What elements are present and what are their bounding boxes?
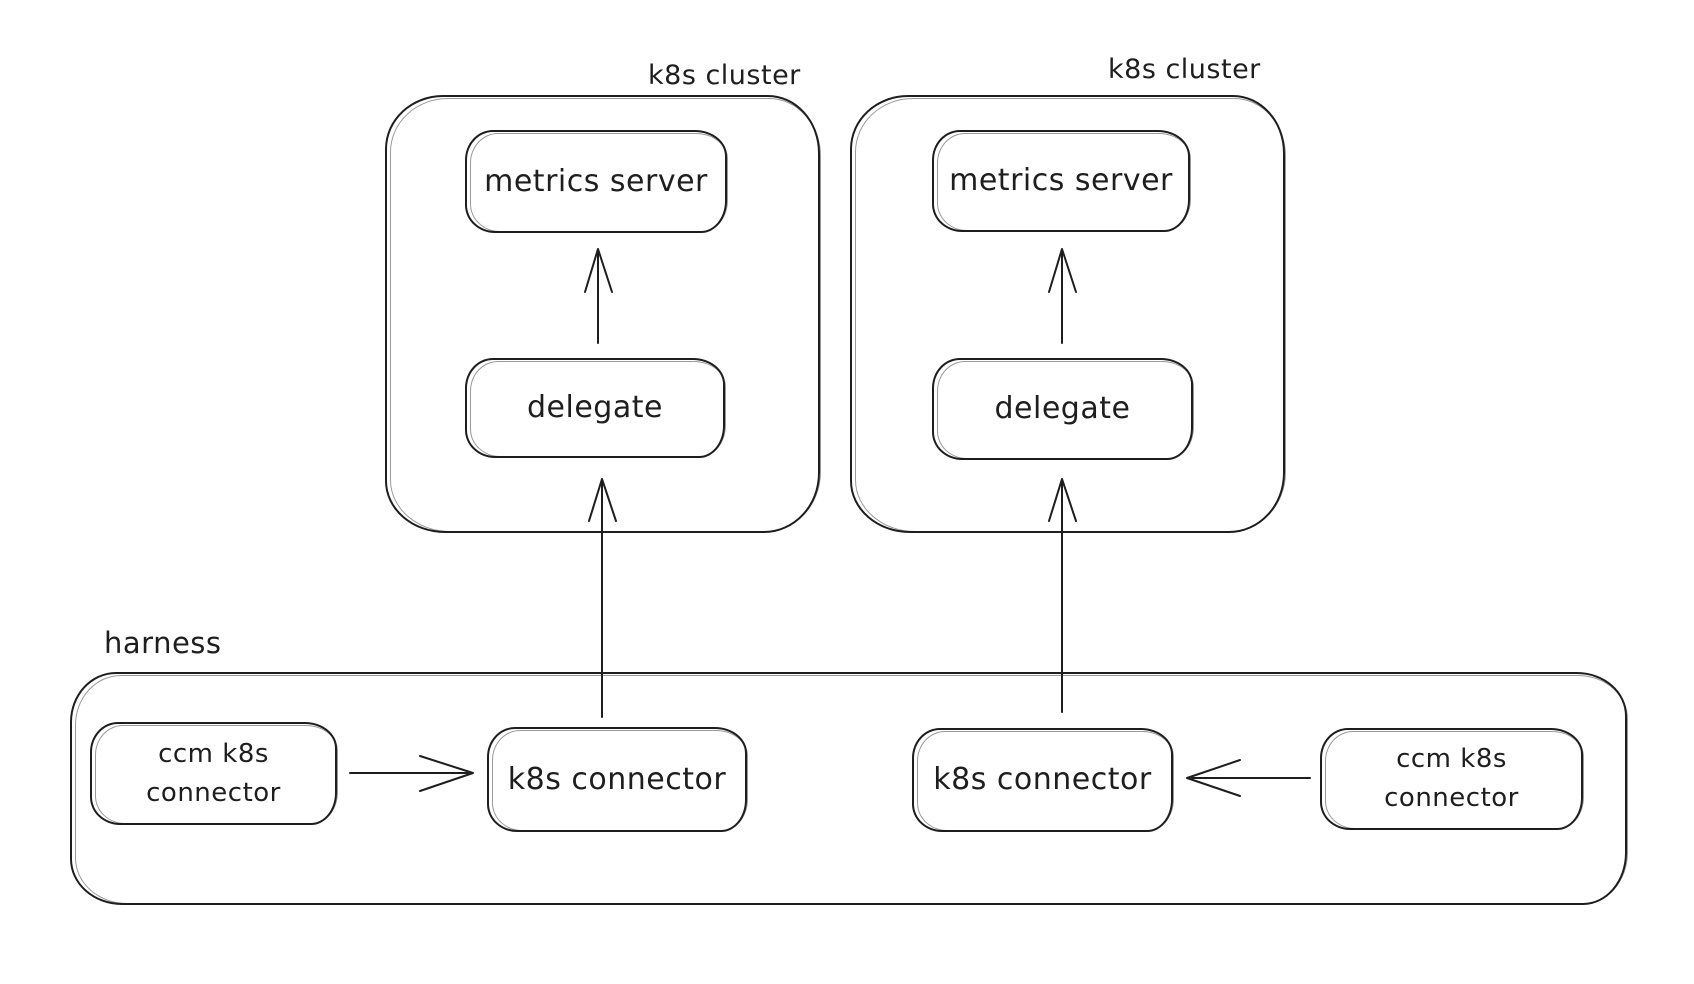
k8s-connector-label-right: k8s connector <box>933 762 1152 797</box>
metrics-server-label-left: metrics server <box>484 163 708 199</box>
ccm-k8s-connector-right-line1: ccm k8s <box>1396 744 1507 774</box>
cluster-label-right: k8s cluster <box>1108 54 1261 85</box>
cluster-label-left: k8s cluster <box>648 60 801 91</box>
metrics-server-label-right: metrics server <box>949 163 1173 198</box>
ccm-k8s-connector-left-line2: connector <box>146 777 281 808</box>
metrics-server-node-right: metrics server <box>932 130 1191 232</box>
k8s-connector-node-left: k8s connector <box>487 727 748 832</box>
delegate-node-left: delegate <box>465 358 726 458</box>
ccm-k8s-connector-node-right: ccm k8s connector <box>1320 728 1584 830</box>
ccm-k8s-connector-right-line2: connector <box>1384 783 1519 813</box>
ccm-k8s-connector-left-line1: ccm k8s <box>158 738 269 769</box>
harness-label: harness <box>104 626 222 660</box>
delegate-label-left: delegate <box>527 390 663 425</box>
metrics-server-node-left: metrics server <box>465 130 728 233</box>
k8s-connector-node-right: k8s connector <box>912 728 1174 832</box>
k8s-connector-label-left: k8s connector <box>507 761 727 797</box>
delegate-label-right: delegate <box>994 391 1131 426</box>
ccm-k8s-connector-node-left: ccm k8s connector <box>90 722 338 825</box>
delegate-node-right: delegate <box>932 358 1194 460</box>
